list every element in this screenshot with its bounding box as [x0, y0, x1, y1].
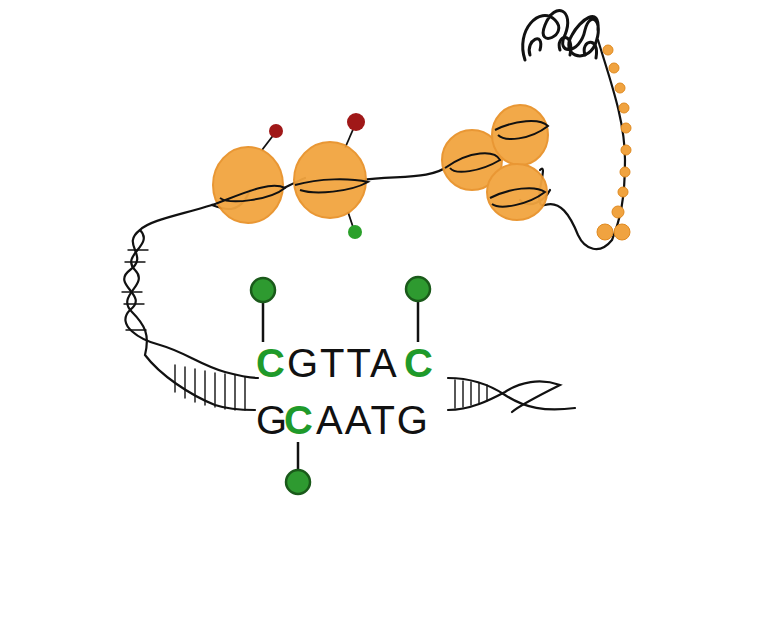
methylated-base: C [284, 400, 315, 440]
methylated-base: C [256, 343, 287, 383]
dna-sequence: AATG [316, 400, 430, 440]
methylated-base: C [404, 343, 435, 383]
dna-sequence: GTTA [287, 343, 399, 383]
